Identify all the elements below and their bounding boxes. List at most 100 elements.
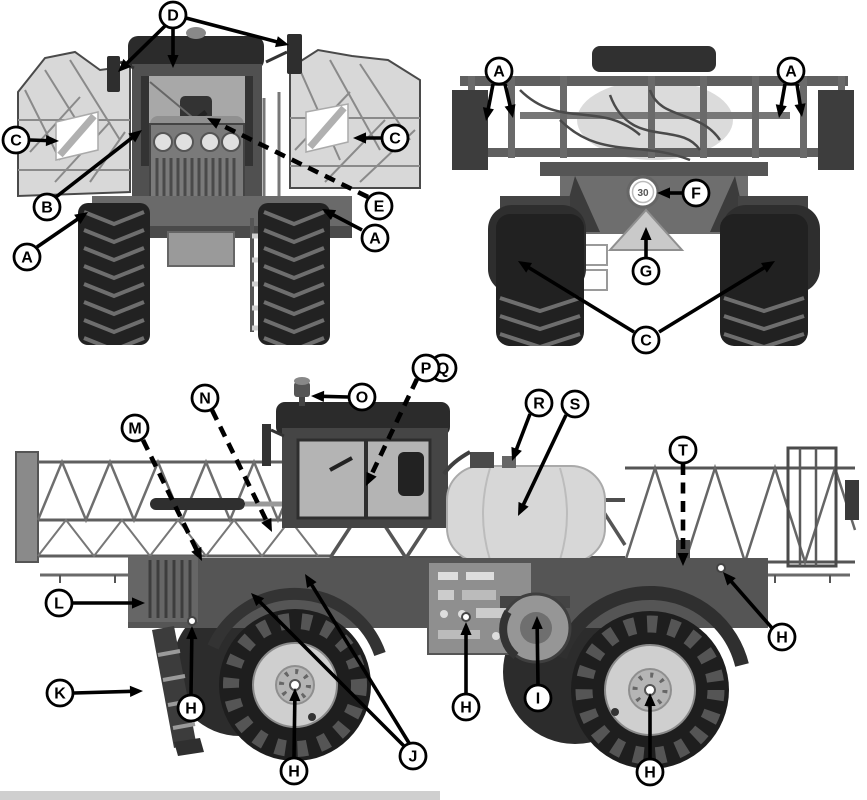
callout-arrowhead-j-frame <box>251 593 265 607</box>
front-wheel-bolts <box>279 669 311 701</box>
callout-arrowhead-d-mirrors <box>275 36 289 48</box>
callout-arrowhead-a-rear-right <box>775 104 787 118</box>
callout-arrow-j-frame <box>309 582 411 744</box>
callout-letter-H: H <box>460 700 472 717</box>
callout-arrowhead-c-front-left <box>45 134 59 147</box>
callout-arrow-a-rear-right <box>795 83 803 107</box>
callout-k-ladder: K <box>45 678 75 708</box>
callout-arrowhead-a-front-right <box>322 209 337 221</box>
callout-arrow-m-boom-left <box>140 438 200 553</box>
callout-f-speed-sign: F <box>681 178 711 208</box>
front-right-pillar <box>245 76 253 166</box>
pump-shade <box>499 609 519 660</box>
beacon-light <box>294 382 310 397</box>
tank-filler <box>470 452 494 468</box>
callout-letter-A: A <box>21 250 33 267</box>
callout-circle-B <box>32 192 62 222</box>
callout-n-boom-center: N <box>190 383 220 413</box>
callout-circle-A <box>12 242 42 272</box>
callout-letter-M: M <box>128 421 141 438</box>
chassis-left-box <box>128 556 198 622</box>
callout-circle-E <box>364 191 394 221</box>
callout-letter-B: B <box>41 200 53 217</box>
side-mirror <box>262 424 271 466</box>
callout-arrowhead-i-pump <box>531 616 543 630</box>
callout-circle-R <box>524 388 554 418</box>
callout-circle-T <box>668 435 698 465</box>
callout-arrowhead-h-mid-chassis <box>460 622 472 635</box>
headlight <box>153 132 173 152</box>
rear-view-art: 30 <box>452 46 854 346</box>
callout-arrowhead-d-mirrors <box>118 58 132 72</box>
callout-arrow-c-front-left <box>29 138 49 143</box>
callout-arrowhead-a-rear-left <box>504 104 516 118</box>
callout-letter-H: H <box>776 630 788 647</box>
callout-circle-K <box>45 678 75 708</box>
side-boom-left-diagonals-2 <box>37 518 319 558</box>
side-mirror-arm <box>270 428 285 438</box>
callout-a-rear-left: A <box>484 56 514 86</box>
callout-circle-D <box>158 0 188 30</box>
side-view-art <box>0 377 859 800</box>
callout-circle-F <box>681 178 711 208</box>
speed-sign-label: 30 <box>637 188 649 199</box>
left-mirror <box>107 56 120 92</box>
rear-wheel-bolts <box>632 672 668 708</box>
callout-circle-A <box>776 56 806 86</box>
callout-circle-J <box>398 741 428 771</box>
front-right-reflector-stripe <box>307 105 347 150</box>
callout-circle-A <box>360 223 390 253</box>
callout-arrow-c-rear-fenders <box>658 265 767 334</box>
rear-cab-roof <box>592 46 716 72</box>
callout-letter-L: L <box>54 596 64 613</box>
callout-letter-A: A <box>785 64 797 81</box>
front-left-tire <box>78 203 150 345</box>
right-mirror-arm <box>265 50 288 64</box>
callout-t-boom-fold: T <box>668 435 698 465</box>
callout-arrow-h-boom-right <box>728 579 774 630</box>
callout-circle-C <box>1 125 31 155</box>
rear-wheel-tread <box>575 615 725 765</box>
callout-arrow-h-step <box>189 636 194 695</box>
callout-arrowhead-h-rear-hub <box>644 693 656 706</box>
callout-arrowhead-b-cab <box>128 130 142 143</box>
side-cab-roof <box>276 402 450 436</box>
callout-circle-C <box>380 123 410 153</box>
callout-arrowhead-p-q-cab-console <box>366 471 377 486</box>
callout-arrow-d-mirrors <box>124 24 167 66</box>
callout-circle-H <box>279 756 309 786</box>
front-left-pillar <box>141 76 149 166</box>
beacon-stem <box>299 396 305 406</box>
callout-arrowhead-a-rear-left <box>482 107 494 121</box>
callout-arrow-a-front-left <box>35 216 80 249</box>
callout-e-steering: E <box>364 191 394 221</box>
callout-arrowhead-g-smv-emblem <box>640 227 652 240</box>
callout-arrowhead-l-chassis-left <box>132 597 145 609</box>
callout-a-front-right: A <box>360 223 390 253</box>
side-steering <box>329 456 353 472</box>
headlight <box>221 132 241 152</box>
callout-circle-M <box>120 413 150 443</box>
callout-arrowhead-k-ladder <box>129 685 143 697</box>
gps-dome <box>186 27 206 39</box>
rear-frame-beam <box>540 162 768 176</box>
callout-o-beacon: O <box>347 382 377 412</box>
headlight <box>200 132 220 152</box>
callout-b-cab: B <box>32 192 62 222</box>
callout-letter-G: G <box>640 264 652 281</box>
label-dot-mid <box>461 612 471 622</box>
front-right-tire <box>258 203 330 345</box>
right-mirror <box>287 34 302 74</box>
label-dot-step <box>187 616 197 626</box>
callout-circle-H <box>635 757 665 787</box>
callout-circle-H <box>767 622 797 652</box>
callout-arrow-k-ladder <box>73 689 133 695</box>
front-cab-roof <box>128 36 264 70</box>
callout-circle-H <box>451 692 481 722</box>
callout-circle-G <box>631 256 661 286</box>
front-handrail <box>262 92 281 206</box>
callout-arrow-a-rear-right <box>779 83 787 108</box>
callout-letter-K: K <box>54 686 66 703</box>
